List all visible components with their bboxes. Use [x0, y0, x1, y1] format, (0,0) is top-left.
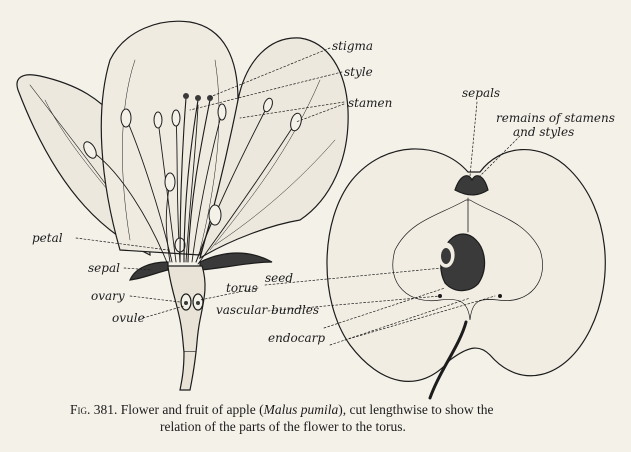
label-ovary: ovary: [91, 289, 125, 303]
label-remains-line2: and styles: [513, 125, 574, 139]
label-remains-line1: remains of stamens: [496, 111, 615, 125]
label-torus: torus: [226, 281, 258, 295]
caption-line1-post: ), cut lengthwise to show the: [338, 402, 493, 417]
flower-stalk: [180, 352, 196, 390]
right-sepal-shape: [200, 253, 272, 270]
label-sepal: sepal: [88, 261, 120, 275]
figure-caption: Fig. 381. Flower and fruit of apple (Mal…: [70, 401, 630, 435]
label-petal: petal: [32, 231, 63, 245]
fruit-illustration: [327, 149, 605, 398]
caption-line1-pre: Flower and fruit of apple (: [121, 402, 264, 417]
caption-line2: relation of the parts of the flower to t…: [70, 418, 630, 435]
caption-fig-label: Fig. 381.: [70, 402, 117, 417]
label-vascular-bundles: vascular bundles: [216, 303, 319, 317]
label-ovule: ovule: [112, 311, 145, 325]
label-stamen: stamen: [348, 96, 392, 110]
label-style: style: [344, 65, 373, 79]
label-sepals: sepals: [462, 86, 500, 100]
left-sepal-shape: [130, 262, 168, 280]
label-stigma: stigma: [332, 39, 373, 53]
caption-species: Malus pumila: [264, 402, 339, 417]
label-seed: seed: [265, 271, 293, 285]
label-endocarp: endocarp: [268, 331, 325, 345]
